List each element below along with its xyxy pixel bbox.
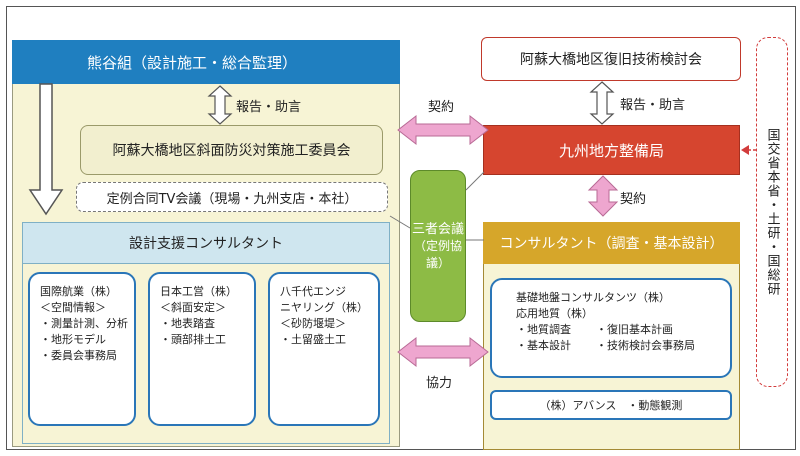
company-role: ＜砂防堰堤＞ xyxy=(280,317,346,330)
advance-box: （株）アバンス ・動態観測 xyxy=(490,390,732,420)
tv-conference-box: 定例合同TV会議（現場・九州支店・本社） xyxy=(76,182,388,212)
company-name: 日本工営（株） xyxy=(160,285,237,298)
consultant-companies-box: 基礎地盤コンサルタンツ（株） 応用地質（株） ・地質調査 ・復旧基本計画 ・基本設… xyxy=(490,278,732,378)
mlit-arrow-icon xyxy=(741,145,749,155)
consultant-item: ・基本設計 xyxy=(516,339,571,352)
mlit-box: 国交省本省・土研・国総研 xyxy=(756,37,788,387)
outer-frame xyxy=(6,6,796,450)
company-role: ＜斜面安定＞ xyxy=(160,301,226,314)
consultant-row: ・基本設計 ・技術検討会事務局 xyxy=(516,338,724,354)
support-consultant-header: 設計支援コンサルタント xyxy=(22,222,390,264)
company-item: ・地形モデル xyxy=(40,333,106,346)
down-arrow-icon xyxy=(28,83,64,216)
three-party-meeting-box: 三者会議 （定例協議） xyxy=(410,170,466,322)
kyushu-bureau-box: 九州地方整備局 xyxy=(483,125,740,175)
company-item: ・測量計測、分析 xyxy=(40,317,128,330)
double-arrow-icon xyxy=(207,85,233,125)
company-item: ・頭部排土工 xyxy=(160,333,226,346)
company-box-yachiyo: 八千代エンジ ニヤリング（株） ＜砂防堰堤＞ ・土留盛土工 xyxy=(268,272,380,426)
company-item: ・地表踏査 xyxy=(160,317,215,330)
contract-arrow-icon xyxy=(397,114,489,146)
company-name: 国際航業（株） xyxy=(40,285,117,298)
company-item: ・委員会事務局 xyxy=(40,349,117,362)
mlit-label: 国交省本省・土研・国総研 xyxy=(764,128,780,296)
report-label-left: 報告・助言 xyxy=(236,100,302,115)
three-party-line2: （定例協議） xyxy=(413,238,462,270)
contract-arrow-icon xyxy=(587,175,619,217)
connector-line xyxy=(389,215,411,229)
consultant-item: ・地質調査 xyxy=(516,323,571,336)
company-box-kokusai: 国際航業（株） ＜空間情報＞ ・測量計測、分析 ・地形モデル ・委員会事務局 xyxy=(28,272,136,426)
consultant-item: ・復旧基本計画 xyxy=(596,323,673,336)
consultant-header: コンサルタント（調査・基本設計） xyxy=(483,222,740,264)
company-name: 八千代エンジ xyxy=(280,285,346,298)
consultant-item: ・技術検討会事務局 xyxy=(596,339,695,352)
consultant-line: 応用地質（株） xyxy=(516,307,593,320)
connector-line xyxy=(465,171,485,191)
consultant-row: ・地質調査 ・復旧基本計画 xyxy=(516,322,724,338)
cooperation-label: 協力 xyxy=(426,376,453,391)
company-box-nippon-koei: 日本工営（株） ＜斜面安定＞ ・地表踏査 ・頭部排土工 xyxy=(148,272,256,426)
cooperation-arrow-icon xyxy=(397,336,489,368)
double-arrow-icon xyxy=(589,81,615,125)
three-party-line1: 三者会議 xyxy=(411,221,464,237)
company-item: ・土留盛土工 xyxy=(280,333,346,346)
company-name-cont: ニヤリング（株） xyxy=(280,301,368,314)
kumagai-header: 熊谷組（設計施工・総合監理） xyxy=(12,40,400,84)
report-label-right: 報告・助言 xyxy=(620,98,686,113)
committee-box: 阿蘇大橋地区斜面防災対策施工委員会 xyxy=(80,125,383,175)
reconstruction-council-box: 阿蘇大橋地区復旧技術検討会 xyxy=(481,37,741,81)
consultant-line: 基礎地盤コンサルタンツ（株） xyxy=(516,291,670,304)
contract-label-right: 契約 xyxy=(620,192,647,207)
company-role: ＜空間情報＞ xyxy=(40,301,106,314)
contract-label-top: 契約 xyxy=(428,100,455,115)
